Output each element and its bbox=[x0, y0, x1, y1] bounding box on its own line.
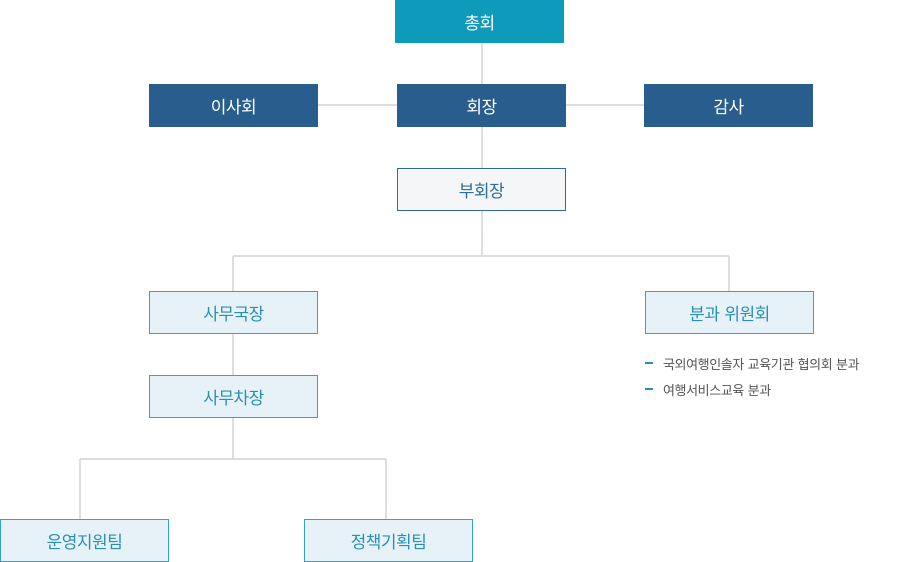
division-list-item: 국외여행인솔자 교육기관 협의회 분과 bbox=[645, 350, 860, 376]
secretary-general-box: 사무국장 bbox=[149, 291, 318, 334]
policy-planning-team-label: 정책기획팀 bbox=[350, 533, 427, 553]
vice-president-box: 부회장 bbox=[397, 168, 566, 211]
audit-box: 감사 bbox=[644, 84, 813, 127]
division-list: 국외여행인솔자 교육기관 협의회 분과 여행서비스교육 분과 bbox=[645, 350, 860, 402]
general-assembly-label: 총회 bbox=[464, 14, 495, 34]
division-committee-box: 분과 위원회 bbox=[645, 291, 814, 334]
dash-bullet bbox=[645, 362, 653, 364]
president-box: 회장 bbox=[397, 84, 566, 127]
general-assembly-box: 총회 bbox=[395, 0, 564, 43]
president-label: 회장 bbox=[466, 98, 497, 118]
division-list-item: 여행서비스교육 분과 bbox=[645, 376, 859, 402]
deputy-secretary-box: 사무차장 bbox=[149, 375, 318, 418]
deputy-secretary-label: 사무차장 bbox=[203, 389, 264, 409]
division-committee-label: 분과 위원회 bbox=[689, 305, 770, 325]
secretary-general-label: 사무국장 bbox=[203, 305, 264, 325]
board-box: 이사회 bbox=[149, 84, 318, 127]
policy-planning-team-box: 정책기획팀 bbox=[304, 519, 473, 562]
ops-support-team-label: 운영지원팀 bbox=[46, 533, 123, 553]
division-item-label: 국외여행인솔자 교육기관 협의회 분과 bbox=[663, 357, 860, 373]
vice-president-label: 부회장 bbox=[458, 182, 505, 202]
audit-label: 감사 bbox=[713, 98, 744, 118]
ops-support-team-box: 운영지원팀 bbox=[0, 519, 169, 562]
dash-bullet bbox=[645, 388, 653, 390]
board-label: 이사회 bbox=[210, 98, 257, 118]
division-item-label: 여행서비스교육 분과 bbox=[663, 383, 771, 399]
